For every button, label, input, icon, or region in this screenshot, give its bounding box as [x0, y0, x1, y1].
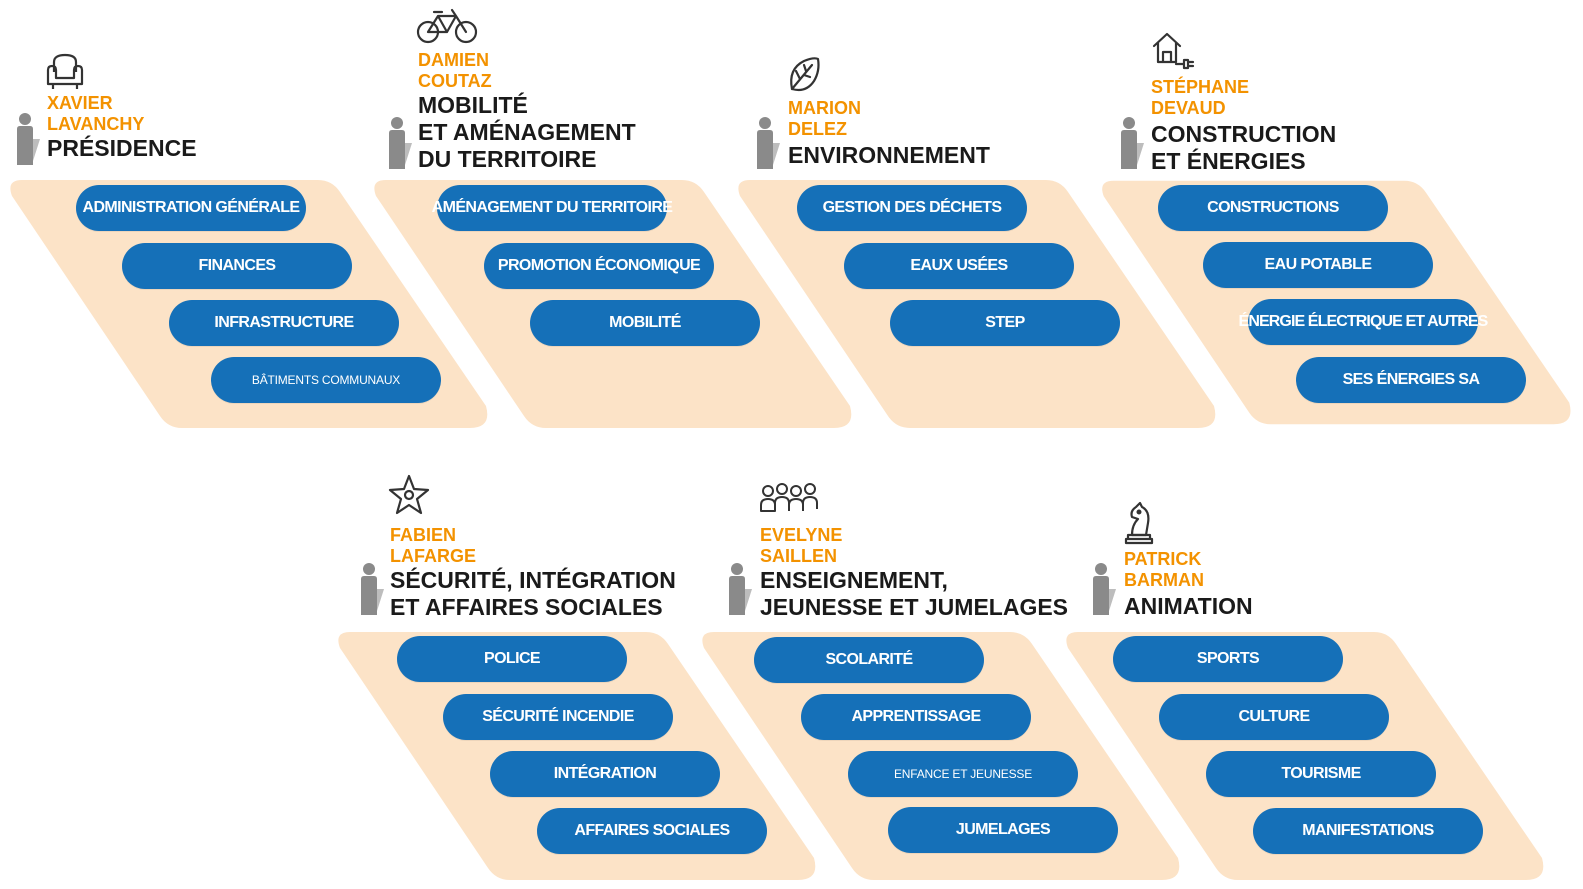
service-pill[interactable]: SES ÉNERGIES SA	[1296, 357, 1526, 403]
service-pill[interactable]: ADMINISTRATION GÉNÉRALE	[76, 185, 306, 231]
title-line: ET AFFAIRES SOCIALES	[390, 594, 663, 620]
service-pill[interactable]: SPORTS	[1113, 636, 1343, 682]
service-pill[interactable]: APPRENTISSAGE	[801, 694, 1031, 740]
service-pill[interactable]: ENFANCE ET JEUNESSE	[848, 751, 1078, 797]
title-line: ENSEIGNEMENT,	[760, 567, 948, 593]
section-enseignement: EVELYNE SAILLEN ENSEIGNEMENT, JEUNESSE E…	[692, 449, 1192, 889]
service-pill[interactable]: MOBILITÉ	[530, 300, 760, 346]
section-securite: FABIEN LAFARGE SÉCURITÉ, INTÉGRATION ET …	[328, 449, 828, 889]
person-icon	[1090, 563, 1116, 622]
service-pill[interactable]: CONSTRUCTIONS	[1158, 185, 1388, 231]
name-line: LAFARGE	[390, 546, 477, 566]
leaf-icon	[786, 55, 822, 100]
service-pill[interactable]: EAUX USÉES	[844, 243, 1074, 289]
title-line: ET ÉNERGIES	[1151, 148, 1306, 174]
title-line: ANIMATION	[1124, 593, 1253, 619]
service-pill[interactable]: JUMELAGES	[888, 807, 1118, 853]
title-line: MOBILITÉ	[418, 92, 528, 118]
service-pill[interactable]: TOURISME	[1206, 751, 1436, 797]
chess-knight-icon	[1124, 501, 1154, 550]
name-line: MARION	[788, 98, 861, 118]
service-pill[interactable]: CULTURE	[1159, 694, 1389, 740]
department-title: CONSTRUCTION ET ÉNERGIES	[1151, 121, 1336, 175]
service-pill[interactable]: EAU POTABLE	[1203, 242, 1433, 288]
service-pill[interactable]: PROMOTION ÉCONOMIQUE	[484, 243, 714, 289]
name-line: PATRICK	[1124, 549, 1202, 569]
person-icon	[754, 117, 780, 176]
service-pill[interactable]: AMÉNAGEMENT DU TERRITOIRE	[432, 185, 673, 231]
service-pill[interactable]: BÂTIMENTS COMMUNAUX	[211, 357, 441, 403]
name-line: COUTAZ	[418, 71, 492, 91]
section-presidence: XAVIER LAVANCHY PRÉSIDENCE ADMINISTRATIO…	[0, 0, 500, 440]
name-line: FABIEN	[390, 525, 457, 545]
department-title: SÉCURITÉ, INTÉGRATION ET AFFAIRES SOCIAL…	[390, 567, 676, 621]
councillor-name: FABIEN LAFARGE	[390, 525, 476, 567]
title-line: SÉCURITÉ, INTÉGRATION	[390, 567, 676, 593]
service-pill[interactable]: INFRASTRUCTURE	[169, 300, 399, 346]
person-icon	[1118, 117, 1144, 176]
title-line: ENVIRONNEMENT	[788, 142, 990, 168]
person-icon	[726, 563, 752, 622]
councillor-name: MARION DELEZ	[788, 98, 861, 140]
name-line: BARMAN	[1124, 570, 1204, 590]
name-line: EVELYNE	[760, 525, 843, 545]
service-pill[interactable]: FINANCES	[122, 243, 352, 289]
name-line: XAVIER	[47, 93, 113, 113]
title-line: CONSTRUCTION	[1151, 121, 1337, 147]
service-pill[interactable]: GESTION DES DÉCHETS	[797, 185, 1027, 231]
name-line: SAILLEN	[760, 546, 838, 566]
group-people-icon	[760, 481, 818, 520]
person-icon	[358, 563, 384, 622]
name-line: DAMIEN	[418, 50, 489, 70]
name-line: LAVANCHY	[47, 114, 145, 134]
section-environnement: MARION DELEZ ENVIRONNEMENT GESTION DES D…	[728, 0, 1228, 440]
service-pill[interactable]: STEP	[890, 300, 1120, 346]
councillor-name: XAVIER LAVANCHY	[47, 93, 144, 135]
service-pill[interactable]: POLICE	[397, 636, 627, 682]
name-line: STÉPHANE	[1151, 77, 1250, 97]
armchair-icon	[44, 52, 86, 97]
section-animation: PATRICK BARMAN ANIMATION SPORTS CULTURE …	[1056, 449, 1556, 889]
department-title: ANIMATION	[1124, 593, 1253, 620]
bicycle-icon	[416, 6, 478, 51]
title-line: ET AMÉNAGEMENT	[418, 119, 636, 145]
section-mobilite: DAMIEN COUTAZ MOBILITÉ ET AMÉNAGEMENT DU…	[364, 0, 864, 440]
department-title: PRÉSIDENCE	[47, 135, 197, 162]
service-pill[interactable]: SÉCURITÉ INCENDIE	[443, 694, 673, 740]
councillor-name: EVELYNE SAILLEN	[760, 525, 842, 567]
service-pill[interactable]: ÉNERGIE ÉLECTRIQUE ET AUTRES	[1239, 299, 1488, 345]
councillor-name: PATRICK BARMAN	[1124, 549, 1204, 591]
councillor-name: DAMIEN COUTAZ	[418, 50, 492, 92]
department-title: ENVIRONNEMENT	[788, 142, 990, 169]
name-line: DELEZ	[788, 119, 848, 139]
section-construction: STÉPHANE DEVAUD CONSTRUCTION ET ÉNERGIES…	[1092, 0, 1583, 440]
title-line: DU TERRITOIRE	[418, 146, 597, 172]
police-star-icon	[386, 473, 432, 524]
service-pill[interactable]: MANIFESTATIONS	[1253, 808, 1483, 854]
name-line: DEVAUD	[1151, 98, 1226, 118]
service-pill[interactable]: SCOLARITÉ	[754, 637, 984, 683]
department-title: ENSEIGNEMENT, JEUNESSE ET JUMELAGES	[760, 567, 1068, 621]
person-icon	[386, 117, 412, 176]
title-line: PRÉSIDENCE	[47, 135, 197, 161]
councillor-name: STÉPHANE DEVAUD	[1151, 77, 1249, 119]
department-title: MOBILITÉ ET AMÉNAGEMENT DU TERRITOIRE	[418, 92, 636, 173]
person-icon	[14, 113, 40, 172]
service-pill[interactable]: AFFAIRES SOCIALES	[537, 808, 767, 854]
title-line: JEUNESSE ET JUMELAGES	[760, 594, 1069, 620]
house-plug-icon	[1150, 28, 1196, 79]
service-pill[interactable]: INTÉGRATION	[490, 751, 720, 797]
